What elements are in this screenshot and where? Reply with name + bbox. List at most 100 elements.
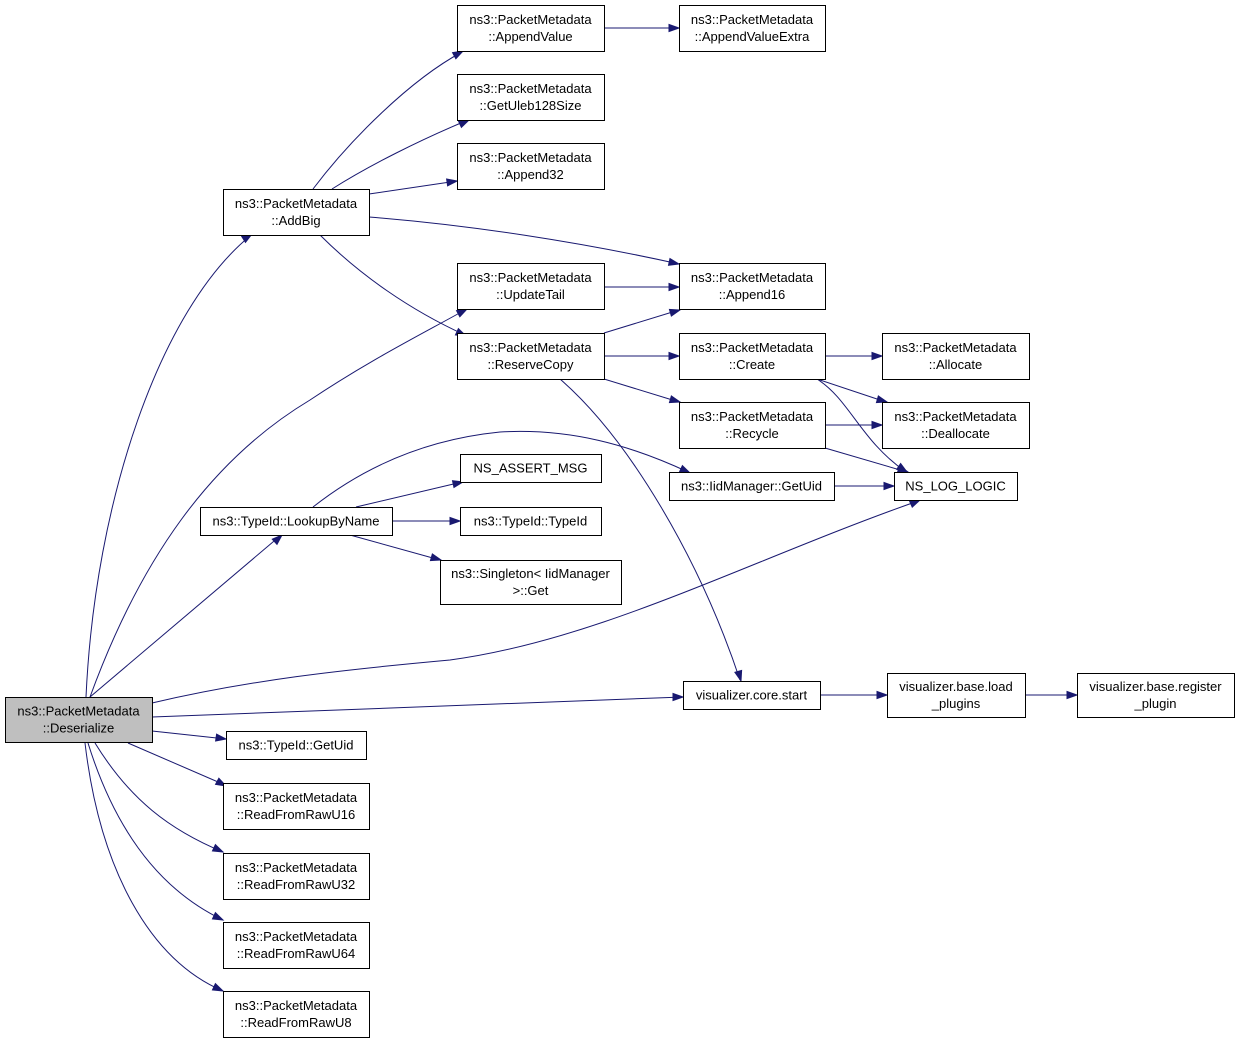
edge-line — [559, 378, 741, 681]
node-typeid_typeid[interactable]: ns3::TypeId::TypeId — [460, 507, 602, 536]
arrowhead-icon — [678, 464, 692, 474]
node-readu16[interactable]: ns3::PacketMetadata::ReadFromRawU16 — [223, 783, 370, 830]
node-core_start[interactable]: visualizer.core.start — [683, 681, 821, 710]
arrowhead-icon — [455, 308, 469, 318]
node-register_plugin[interactable]: visualizer.base.register_plugin — [1077, 673, 1235, 718]
node-box — [223, 922, 370, 969]
edge-line — [368, 180, 458, 195]
node-getuleb128size[interactable]: ns3::PacketMetadata::GetUleb128Size — [457, 74, 605, 121]
node-deserialize[interactable]: ns3::PacketMetadata::Deserialize — [5, 697, 153, 743]
node-label: ::AddBig — [271, 213, 320, 228]
edge-line — [89, 309, 466, 698]
edge-line — [151, 730, 227, 740]
node-box — [457, 5, 605, 52]
node-iidmanager_getuid[interactable]: ns3::IidManager::GetUid — [669, 472, 835, 501]
arrowhead-icon — [271, 533, 284, 546]
node-label: ::Create — [729, 357, 775, 372]
edge-line — [816, 378, 887, 403]
edge-line — [368, 216, 680, 265]
node-deallocate[interactable]: ns3::PacketMetadata::Deallocate — [882, 402, 1030, 449]
node-label: ns3::TypeId::LookupByName — [213, 514, 380, 529]
edge-lookupbyname-to-singleton_get — [349, 534, 443, 562]
node-recycle[interactable]: ns3::PacketMetadata::Recycle — [679, 402, 826, 449]
node-box — [882, 402, 1030, 449]
node-updatetail[interactable]: ns3::PacketMetadata::UpdateTail — [457, 263, 605, 310]
node-append32[interactable]: ns3::PacketMetadata::Append32 — [457, 143, 605, 190]
edge-lookupbyname-to-iidmanager_getuid — [312, 430, 692, 508]
arrowhead-icon — [668, 395, 682, 404]
node-reservecopy[interactable]: ns3::PacketMetadata::ReserveCopy — [457, 333, 605, 380]
node-box — [457, 74, 605, 121]
node-label: ns3::TypeId::GetUid — [239, 738, 354, 753]
node-box — [679, 333, 826, 380]
node-appendvalue[interactable]: ns3::PacketMetadata::AppendValue — [457, 5, 605, 52]
node-appendvalueextra[interactable]: ns3::PacketMetadata::AppendValueExtra — [679, 5, 826, 52]
arrowhead-icon — [211, 982, 225, 992]
edge-line — [603, 378, 680, 403]
node-create[interactable]: ns3::PacketMetadata::Create — [679, 333, 826, 380]
edge-lookupbyname-to-ns_assert_msg — [355, 480, 465, 508]
node-label: ns3::PacketMetadata — [17, 704, 140, 719]
edge-lookupbyname-to-typeid_typeid — [392, 516, 462, 526]
node-label: ns3::PacketMetadata — [691, 270, 814, 285]
edge-line — [151, 696, 684, 718]
node-box — [223, 853, 370, 900]
node-label: ::Allocate — [929, 357, 982, 372]
node-lookupbyname[interactable]: ns3::TypeId::LookupByName — [200, 507, 393, 536]
node-addbig[interactable]: ns3::PacketMetadata::AddBig — [223, 189, 370, 236]
arrowhead-icon — [883, 481, 896, 491]
node-box — [679, 402, 826, 449]
edge-line — [319, 234, 466, 336]
node-readu8[interactable]: ns3::PacketMetadata::ReadFromRawU8 — [223, 991, 370, 1038]
edge-line — [84, 742, 224, 992]
edge-reservecopy-to-append16 — [603, 308, 682, 334]
node-label: ns3::PacketMetadata — [235, 998, 358, 1013]
node-singleton_get[interactable]: ns3::Singleton< IidManager >::Get — [440, 560, 622, 605]
edge-line — [816, 378, 907, 473]
node-load_plugins[interactable]: visualizer.base.load_plugins — [887, 673, 1026, 718]
node-box — [457, 333, 605, 380]
node-append16[interactable]: ns3::PacketMetadata::Append16 — [679, 263, 826, 310]
node-label: ::Recycle — [725, 426, 778, 441]
node-typeid_getuid[interactable]: ns3::TypeId::GetUid — [226, 731, 367, 760]
node-label: ::Append16 — [719, 287, 786, 302]
node-allocate[interactable]: ns3::PacketMetadata::Allocate — [882, 333, 1030, 380]
node-box — [223, 783, 370, 830]
edge-create-to-allocate — [825, 351, 884, 361]
node-box — [683, 681, 821, 710]
node-box — [887, 673, 1026, 718]
edge-addbig-to-getuleb128size — [331, 119, 471, 190]
edge-recycle-to-ns_log_logic — [824, 447, 910, 474]
arrowhead-icon — [429, 553, 443, 562]
arrowhead-icon — [668, 308, 682, 317]
node-readu64[interactable]: ns3::PacketMetadata::ReadFromRawU64 — [223, 922, 370, 969]
node-ns_log_logic[interactable]: NS_LOG_LOGIC — [894, 472, 1018, 501]
node-box — [1077, 673, 1235, 718]
edge-reservecopy-to-recycle — [603, 378, 682, 404]
edge-recycle-to-deallocate — [825, 420, 884, 430]
node-label: ns3::PacketMetadata — [235, 929, 358, 944]
arrowhead-icon — [876, 690, 889, 700]
node-label: >::Get — [513, 583, 549, 598]
edge-updatetail-to-append16 — [604, 282, 681, 292]
node-readu32[interactable]: ns3::PacketMetadata::ReadFromRawU32 — [223, 853, 370, 900]
edge-deserialize-to-readu32 — [94, 742, 225, 853]
node-box — [5, 697, 153, 743]
node-box — [200, 507, 393, 536]
node-box — [679, 5, 826, 52]
edge-line — [349, 534, 441, 561]
edge-addbig-to-reservecopy — [319, 234, 468, 337]
node-ns_assert_msg[interactable]: NS_ASSERT_MSG — [460, 454, 602, 483]
node-box — [457, 263, 605, 310]
edge-core_start-to-load_plugins — [820, 690, 889, 700]
node-label: ::ReadFromRawU8 — [240, 1015, 351, 1030]
edge-line — [89, 535, 281, 698]
edge-appendvalue-to-appendvalueextra — [604, 23, 681, 33]
edge-line — [331, 119, 469, 190]
node-label: ::ReserveCopy — [488, 357, 574, 372]
node-label: ::Deallocate — [921, 426, 990, 441]
edge-line — [151, 500, 919, 704]
edge-deserialize-to-updatetail — [89, 308, 469, 698]
edge-addbig-to-append32 — [368, 178, 459, 195]
node-label: _plugins — [931, 696, 981, 711]
